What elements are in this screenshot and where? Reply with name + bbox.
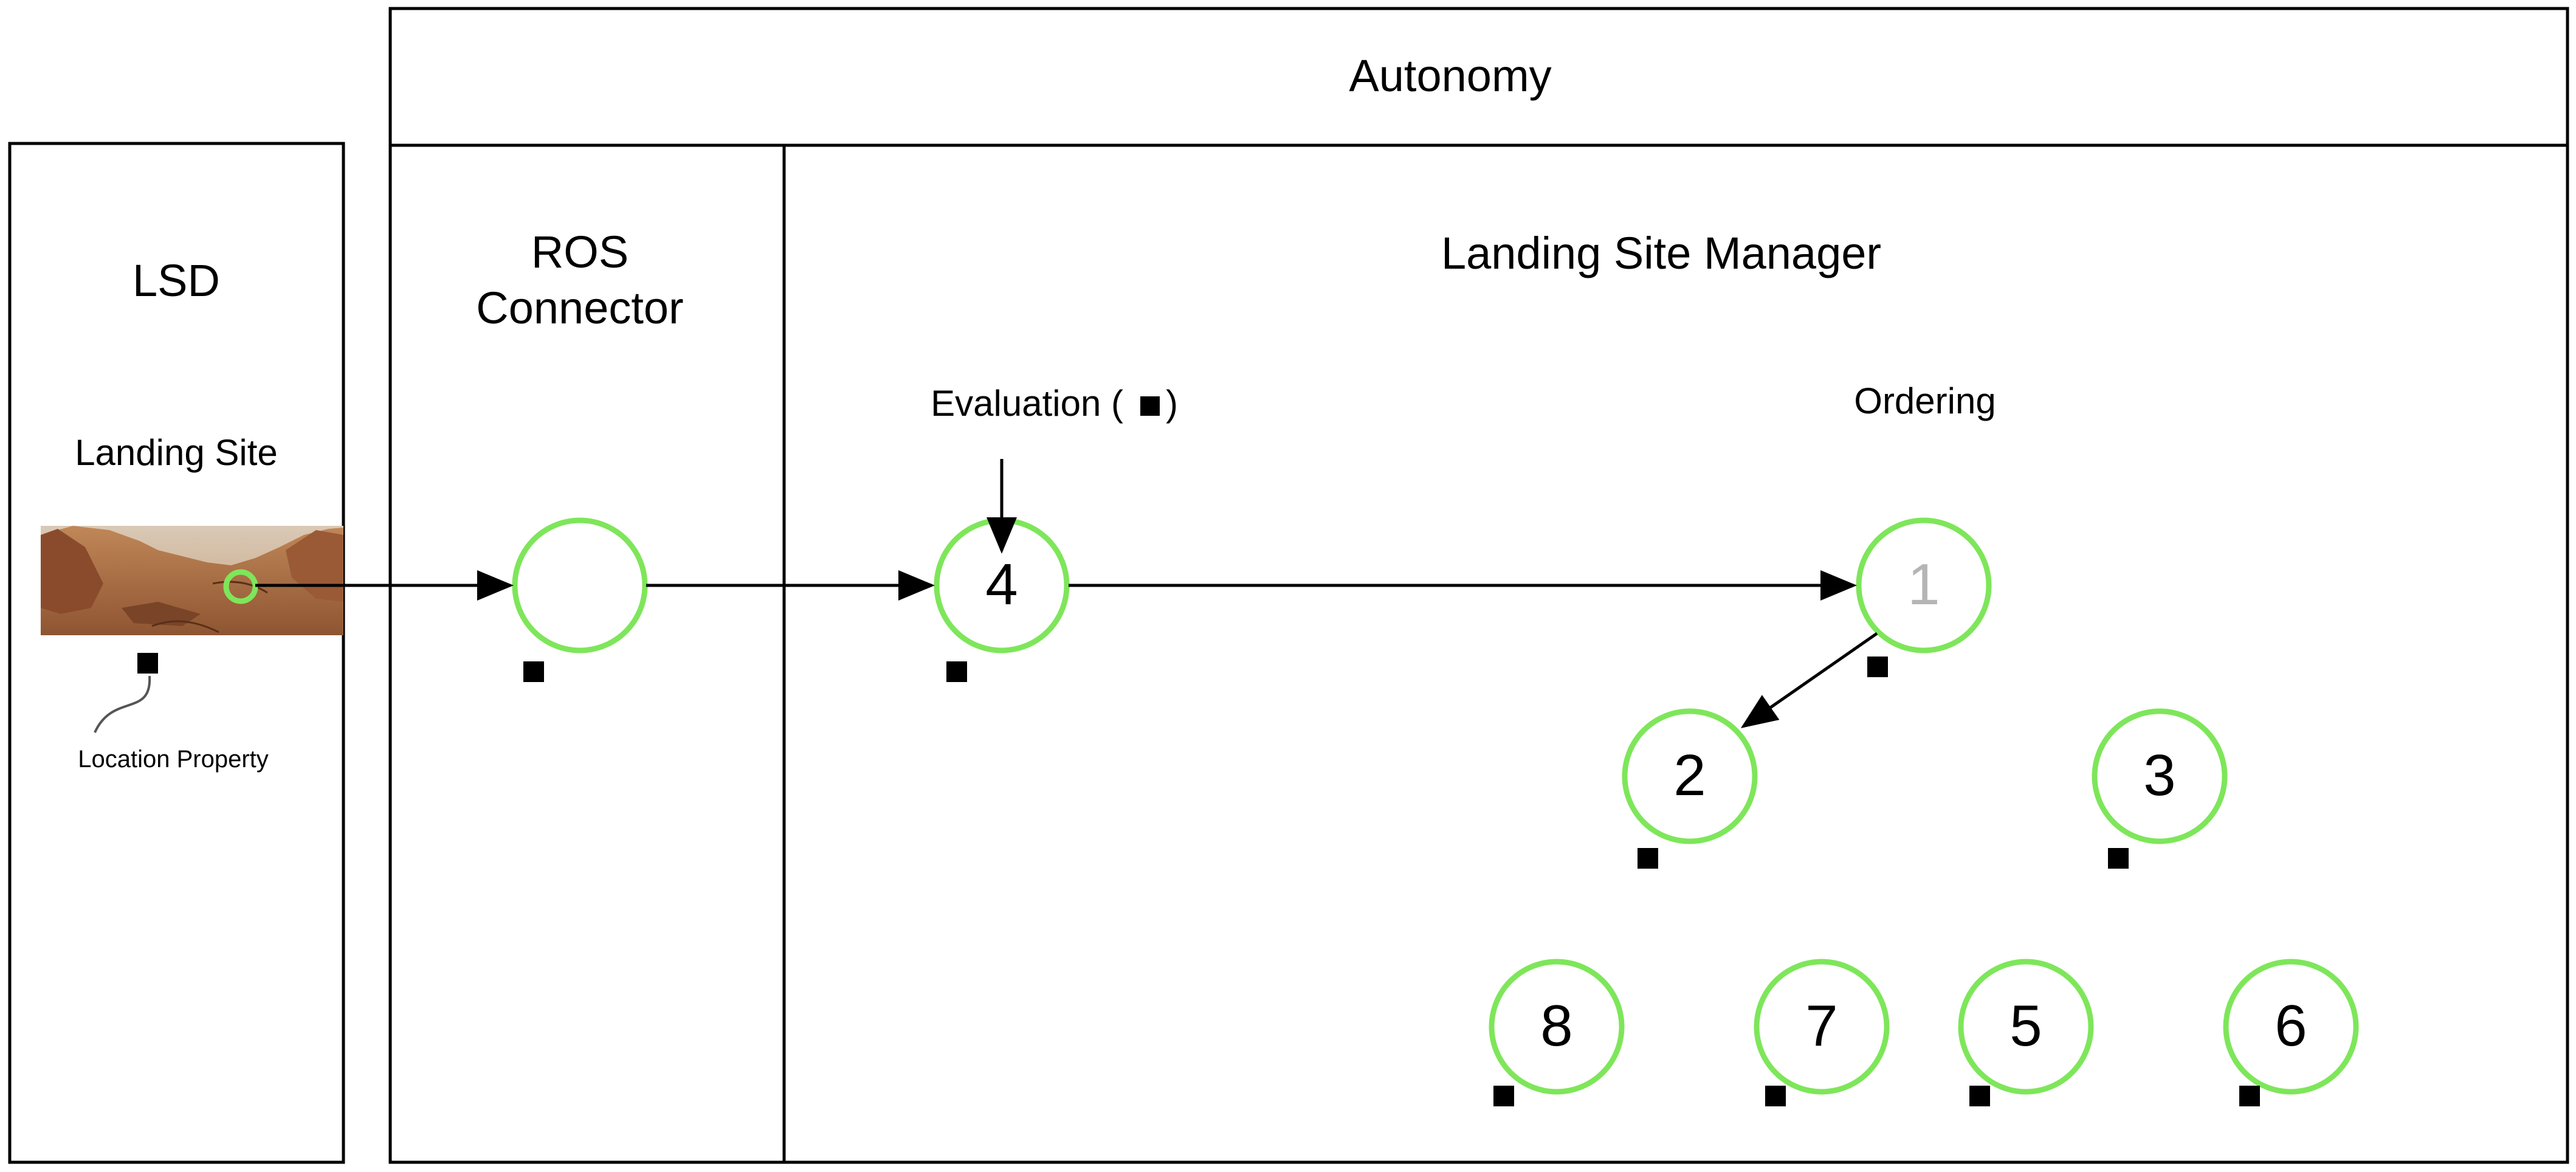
landing-site-manager-panel: Landing Site Manager Evaluation ( ) Orde… bbox=[931, 228, 2359, 1106]
ros-connector-panel: ROS Connector bbox=[476, 227, 684, 682]
ros-connector-title-line1: ROS bbox=[531, 227, 629, 277]
connections bbox=[255, 459, 1878, 728]
lsd-panel-border bbox=[8, 142, 345, 1164]
terrain-image bbox=[41, 526, 343, 635]
autonomy-title: Autonomy bbox=[1349, 50, 1551, 101]
ordering-node-5-square bbox=[1969, 1086, 1990, 1106]
location-property-label: Location Property bbox=[78, 746, 269, 773]
ordering-label: Ordering bbox=[1854, 381, 1996, 421]
evaluation-label: Evaluation ( bbox=[931, 383, 1123, 424]
ros-connector-property-square bbox=[523, 661, 544, 682]
ordering-node-6-label: 6 bbox=[2275, 993, 2307, 1058]
ordering-node-8-square bbox=[1493, 1086, 1514, 1106]
ordering-node-8 bbox=[1489, 959, 1625, 1095]
lsd-title: LSD bbox=[133, 255, 220, 306]
evaluation-label-end: ) bbox=[1166, 383, 1178, 424]
ordering-node-8-label: 8 bbox=[1540, 993, 1572, 1058]
ordering-node-5-label: 5 bbox=[2009, 993, 2042, 1058]
ordering-node-1-square bbox=[1867, 657, 1888, 677]
location-leader-line bbox=[94, 675, 151, 733]
lsd-panel: LSD Landing Site Location Property bbox=[8, 142, 345, 1164]
ordering-node-1-label: 1 bbox=[1907, 552, 1940, 617]
ordering-node-7 bbox=[1754, 959, 1890, 1095]
ros-connector-title-line2: Connector bbox=[476, 283, 683, 333]
evaluation-node-label: 4 bbox=[985, 552, 1018, 617]
ros-connector-node bbox=[512, 517, 648, 653]
arrow-node1-to-node2 bbox=[1740, 632, 1878, 728]
ordering-node-7-square bbox=[1765, 1086, 1786, 1106]
ordering-node-3-square bbox=[2108, 848, 2129, 869]
ordering-node-6 bbox=[2223, 959, 2359, 1095]
ordering-node-2 bbox=[1622, 708, 1758, 844]
ordering-node-5 bbox=[1958, 959, 2094, 1095]
evaluation-label-square bbox=[1140, 396, 1160, 416]
landing-site-label: Landing Site bbox=[75, 432, 278, 473]
ordering-node-2-square bbox=[1638, 848, 1658, 869]
evaluation-property-square bbox=[946, 661, 967, 682]
lsd-property-square bbox=[137, 653, 158, 674]
ordering-node-2-label: 2 bbox=[1673, 743, 1706, 808]
ordering-node-3-label: 3 bbox=[2143, 743, 2175, 808]
ordering-node-1 bbox=[1856, 517, 1992, 653]
ordering-node-3 bbox=[2092, 708, 2228, 844]
ordering-node-7-label: 7 bbox=[1805, 993, 1837, 1058]
ordering-node-6-square bbox=[2239, 1086, 2260, 1106]
manager-title: Landing Site Manager bbox=[1441, 228, 1881, 278]
